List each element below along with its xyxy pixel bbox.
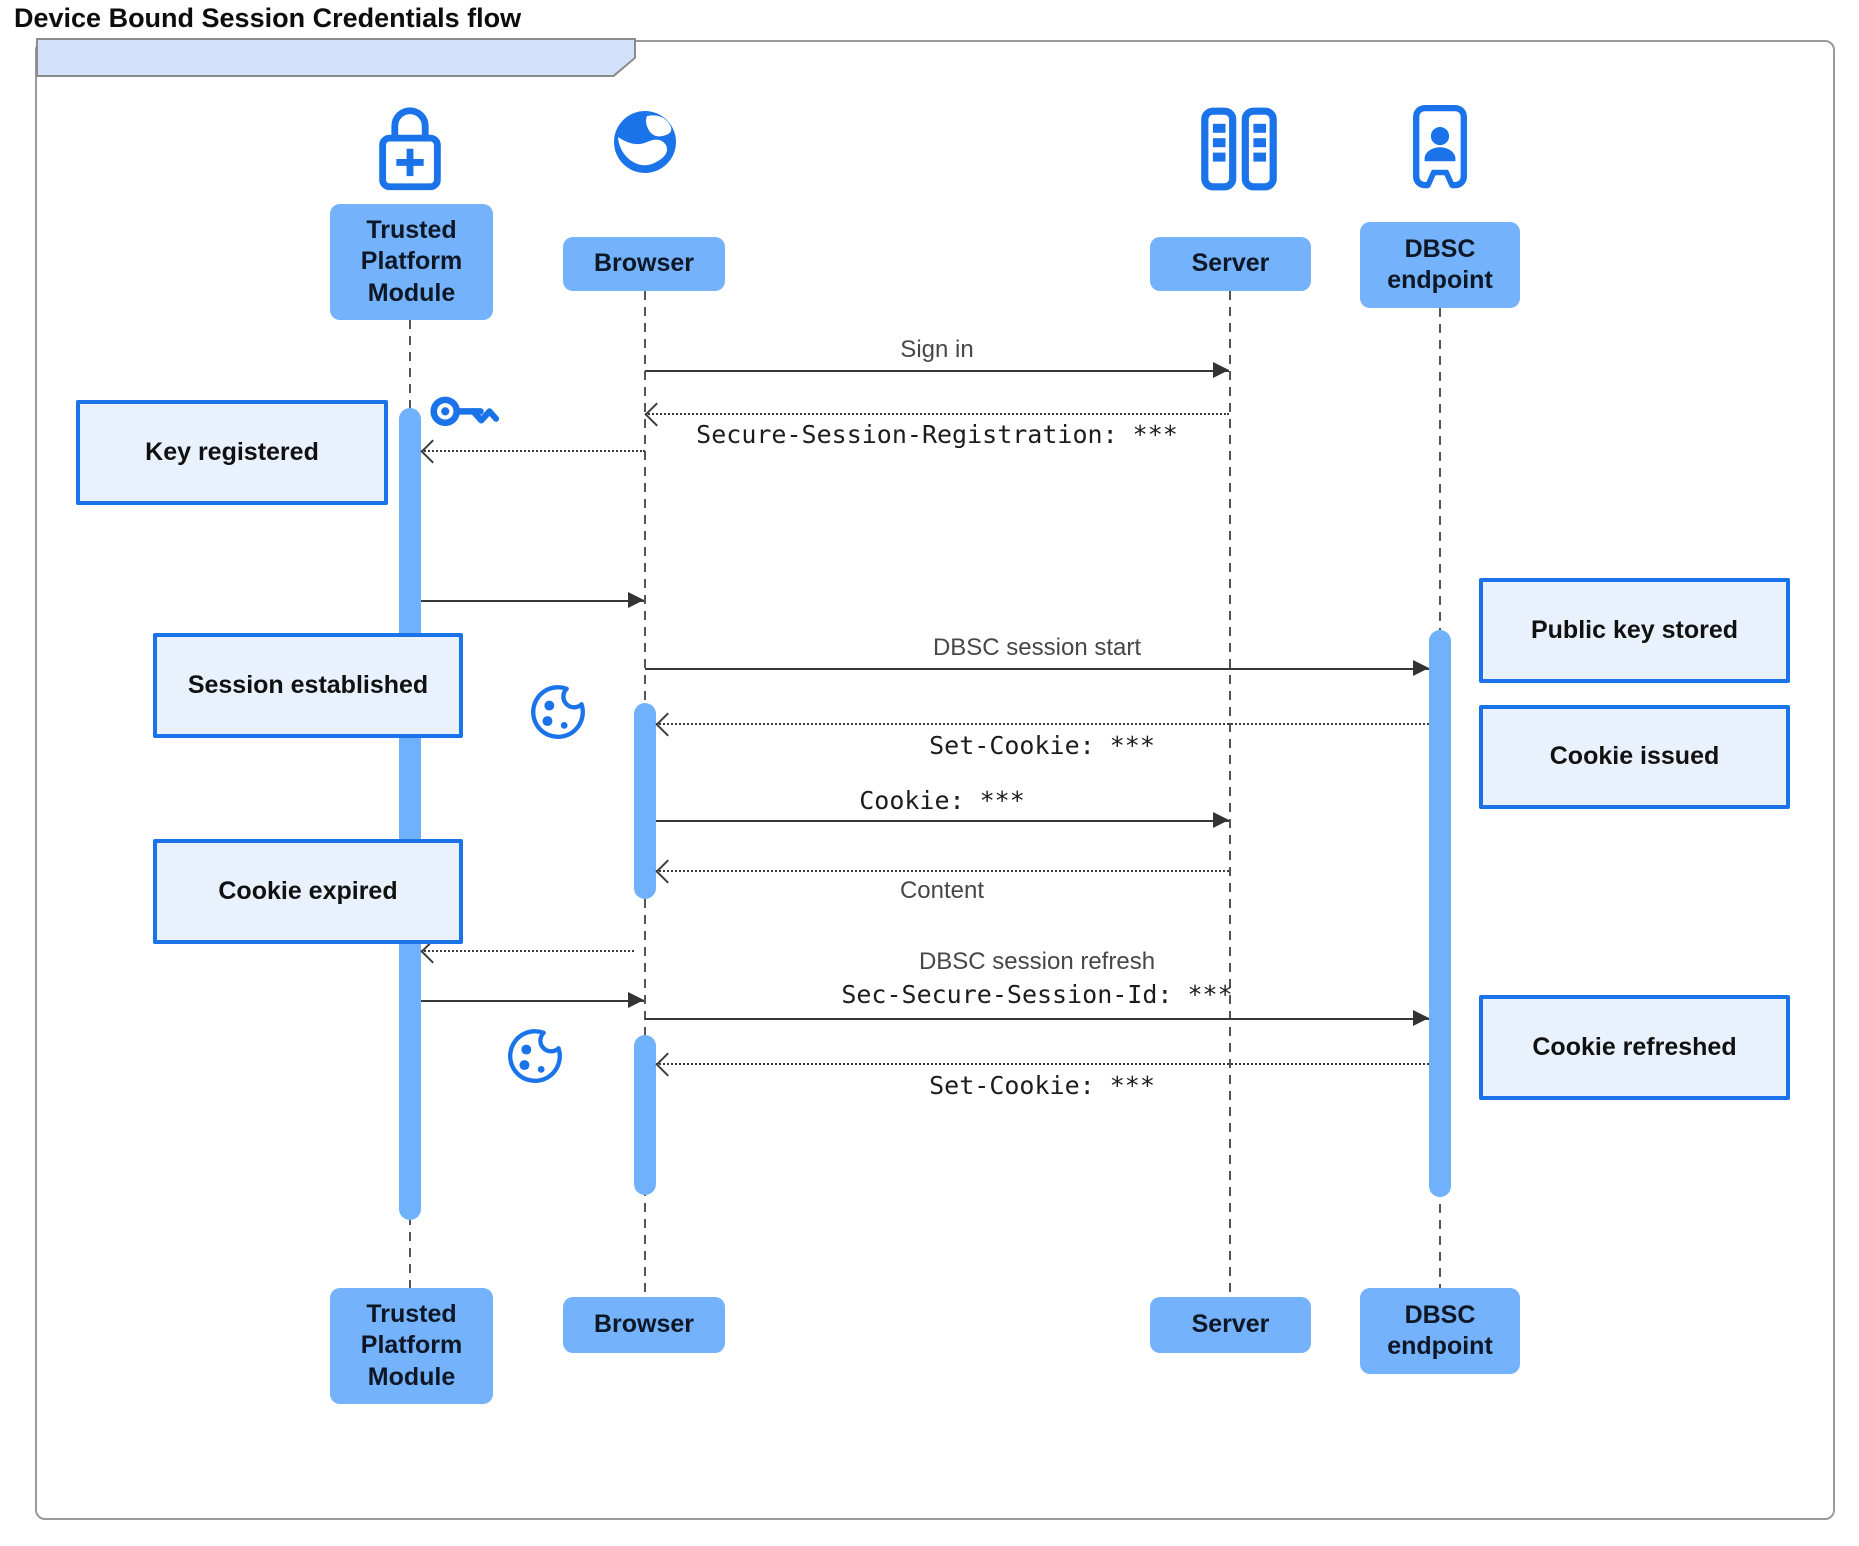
message-label-sign-in: Sign in	[900, 336, 974, 363]
message-label-dbsc-session-refresh: DBSC session refresh	[918, 948, 1156, 975]
actor-bottom-dbsc: DBSC endpoint	[1360, 1288, 1520, 1374]
note-cookie-refreshed: Cookie refreshed	[1479, 995, 1790, 1100]
note-session-established: Session established	[153, 633, 463, 738]
cookie-icon	[527, 682, 589, 744]
actor-top-tpm: Trusted Platform Module	[330, 204, 493, 320]
activation-bar-browser-1	[634, 703, 656, 899]
message-line-secure-session-registration	[645, 413, 1229, 415]
actor-bottom-tpm: Trusted Platform Module	[330, 1288, 493, 1404]
message-label-set-cookie-1: Set-Cookie: ***	[929, 731, 1155, 760]
server-rack-icon	[1194, 104, 1284, 194]
arrowhead-right-icon	[1213, 362, 1229, 378]
actor-label: Trusted Platform Module	[360, 1300, 463, 1391]
note-label: Key registered	[145, 437, 319, 466]
note-label: Cookie expired	[218, 876, 398, 905]
note-public-key-stored: Public key stored	[1479, 578, 1790, 683]
actor-label: Server	[1191, 249, 1270, 278]
message-label-sec-secure-session-id: Sec-Secure-Session-Id: ***	[841, 980, 1233, 1009]
globe-icon	[611, 108, 679, 176]
arrowhead-right-icon	[628, 592, 644, 608]
activation-bar-dbsc	[1429, 630, 1451, 1197]
message-label-secure-session-registration: Secure-Session-Registration: ***	[696, 420, 1178, 449]
arrowhead-right-icon	[1413, 1010, 1429, 1026]
message-line-content	[656, 870, 1229, 872]
actor-top-browser: Browser	[563, 237, 725, 291]
cookie-icon	[504, 1026, 566, 1088]
message-line-sign-in	[645, 370, 1229, 372]
actor-label: Browser	[593, 1310, 695, 1339]
arrowhead-right-icon	[628, 992, 644, 1008]
note-cookie-expired: Cookie expired	[153, 839, 463, 944]
message-label-cookie: Cookie: ***	[859, 786, 1025, 815]
key-icon	[428, 384, 510, 442]
note-label: Public key stored	[1530, 615, 1739, 644]
note-key-registered: Key registered	[76, 400, 388, 505]
diagram-title: Device Bound Session Credentials flow	[14, 3, 522, 33]
message-line-dbsc-session-refresh	[645, 1018, 1429, 1020]
message-line-dbsc-session-start	[645, 668, 1429, 670]
actor-label: Server	[1191, 1310, 1270, 1339]
message-line-key-ready-2	[421, 1000, 644, 1002]
note-label: Cookie issued	[1549, 742, 1720, 771]
message-line-key-ready	[421, 600, 644, 602]
actor-label: Trusted Platform Module	[360, 216, 463, 307]
note-cookie-issued: Cookie issued	[1479, 705, 1790, 809]
arrowhead-right-icon	[1213, 812, 1229, 828]
arrowhead-right-icon	[1413, 660, 1429, 676]
message-line-set-cookie-2	[656, 1063, 1429, 1065]
actor-bottom-browser: Browser	[563, 1297, 725, 1353]
actor-label: DBSC endpoint	[1387, 234, 1493, 294]
actor-bottom-server: Server	[1150, 1297, 1311, 1353]
diagram-title-tab	[36, 38, 636, 77]
message-line-set-cookie-1	[656, 723, 1429, 725]
note-label: Session established	[187, 670, 429, 699]
message-label-set-cookie-2: Set-Cookie: ***	[929, 1071, 1155, 1100]
note-label: Cookie refreshed	[1532, 1032, 1737, 1061]
activation-bar-tpm	[399, 408, 421, 1220]
message-label-dbsc-session-start: DBSC session start	[932, 634, 1142, 661]
message-line-register-key	[421, 450, 645, 452]
actor-top-server: Server	[1150, 237, 1311, 291]
message-line-cookie	[656, 820, 1229, 822]
message-label-content: Content	[899, 877, 985, 904]
message-line-refresh-key	[421, 950, 634, 952]
activation-bar-browser-2	[634, 1035, 656, 1195]
actor-label: Browser	[593, 249, 695, 278]
endpoint-badge-icon	[1405, 102, 1475, 194]
actor-top-dbsc: DBSC endpoint	[1360, 222, 1520, 308]
diagram-title-tab-fill	[38, 40, 634, 75]
lifeline-server	[1229, 291, 1231, 1297]
lock-plus-icon	[372, 98, 448, 198]
actor-label: DBSC endpoint	[1387, 1300, 1493, 1360]
